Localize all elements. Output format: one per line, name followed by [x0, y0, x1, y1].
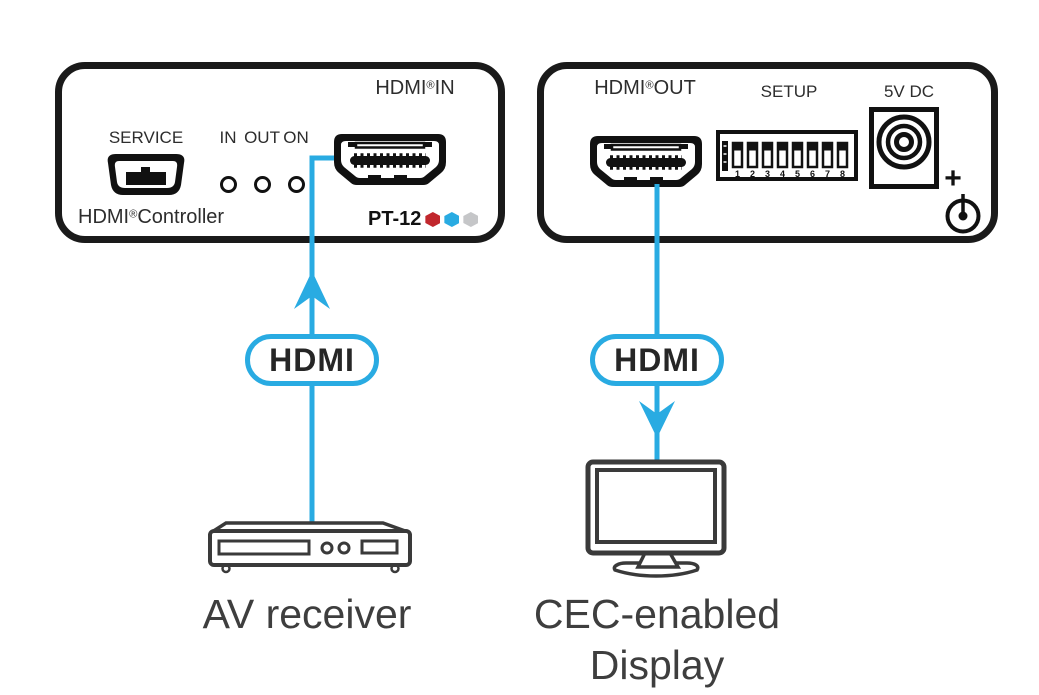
device-name-label: HDMI®Controller — [78, 206, 225, 228]
sink-caption-line1: CEC-enabled — [533, 591, 781, 637]
polarity-icon — [945, 194, 981, 234]
led-out-label: OUT — [244, 128, 280, 147]
svg-text:3: 3 — [765, 169, 770, 179]
led-out: OUT — [244, 128, 280, 193]
model-number: PT-12 — [368, 208, 422, 230]
led-on-label: ON — [283, 128, 309, 147]
hdmi-in-label: HDMI®IN — [375, 77, 455, 99]
led-on-indicator — [287, 176, 305, 193]
led-in: IN — [211, 128, 245, 193]
polarity-plus-icon: + — [944, 162, 962, 195]
led-indicator-group: IN OUT ON — [211, 128, 313, 193]
svg-text:2: 2 — [750, 169, 755, 179]
arrow-down-icon — [639, 401, 675, 438]
svg-text:7: 7 — [825, 169, 830, 179]
svg-text:1: 1 — [735, 169, 740, 179]
source-caption: AV receiver — [202, 591, 412, 637]
hdmi-in-port-icon — [334, 134, 446, 185]
svg-text:5: 5 — [795, 169, 800, 179]
hdmi-cable-left-label: HDMI — [245, 334, 379, 386]
hdmi-out-label: HDMI®OUT — [594, 77, 696, 99]
arrow-up-icon — [294, 271, 330, 309]
dip-switch-icon: 1 2 3 4 5 6 7 8 — [716, 130, 858, 181]
hdmi-cable-right-label: HDMI — [590, 334, 724, 386]
svg-text:8: 8 — [840, 169, 845, 179]
led-out-indicator — [253, 176, 271, 193]
led-on: ON — [279, 128, 313, 193]
sink-caption: CEC-enabled Display — [507, 589, 807, 691]
service-label: SERVICE — [108, 128, 184, 147]
hdmi-cable-left — [309, 155, 334, 525]
hdmi-out-port-icon — [590, 136, 702, 187]
setup-label: SETUP — [760, 82, 818, 101]
mini-usb-port-icon — [107, 154, 185, 195]
led-in-label: IN — [219, 128, 237, 147]
led-in-indicator — [219, 176, 237, 193]
svg-text:6: 6 — [810, 169, 815, 179]
logo-hexagon-red-icon — [425, 212, 441, 227]
logo-hexagon-gray-icon — [463, 212, 479, 227]
av-receiver-icon — [208, 521, 412, 574]
sink-caption-line2: Display — [589, 642, 725, 688]
dc-power-jack-icon — [869, 107, 939, 189]
logo-hexagon-blue-icon — [444, 212, 460, 227]
svg-text:4: 4 — [780, 169, 785, 179]
display-icon — [585, 459, 727, 578]
model-logo: PT-12 — [368, 208, 479, 230]
power-label: 5V DC — [883, 82, 935, 101]
